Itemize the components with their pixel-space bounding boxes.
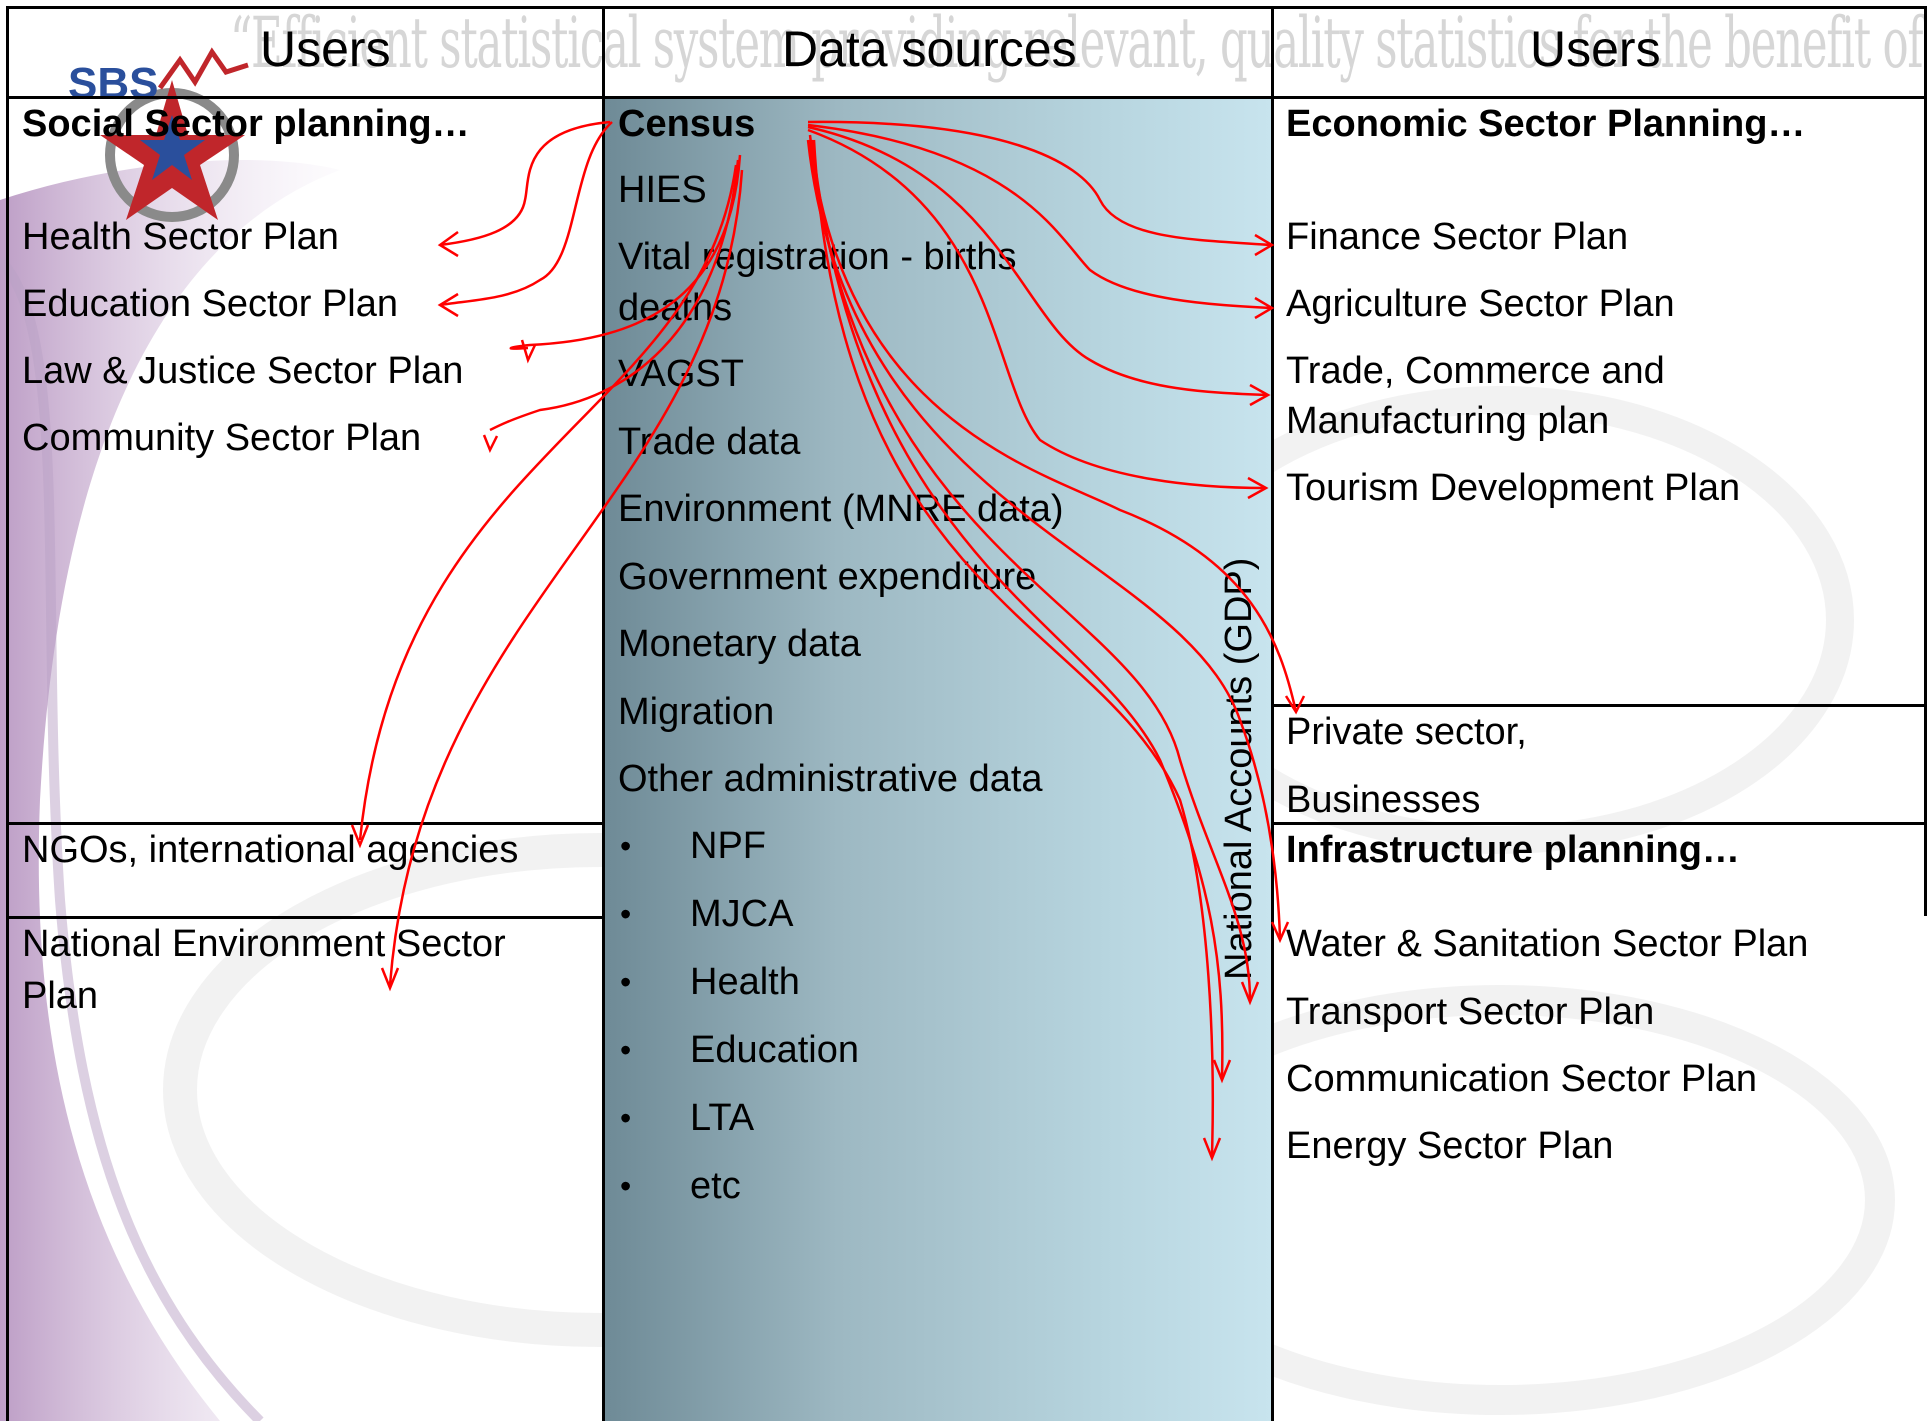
- left-divider-environment: [6, 916, 604, 919]
- header-data-sources: Data sources: [782, 21, 1077, 77]
- bullet: •: [620, 896, 632, 932]
- table-border-left: [6, 6, 9, 1421]
- header-users-left: Users: [260, 21, 391, 77]
- infra-item: Transport Sector Plan: [1286, 991, 1655, 1033]
- economic-sector-heading: Economic Sector Planning…: [1286, 103, 1806, 145]
- right-divider-infra: [1272, 822, 1927, 825]
- sub-source-item: etc: [690, 1165, 741, 1207]
- social-item: Law & Justice Sector Plan: [22, 350, 464, 392]
- logo-text: SBS: [68, 59, 158, 108]
- arrowhead: [1270, 921, 1290, 944]
- header-users-right: Users: [1530, 21, 1661, 77]
- arrow-to-education: [439, 121, 613, 307]
- arrow-to-tourism: [807, 128, 1267, 490]
- sub-source-item: Education: [690, 1029, 860, 1071]
- arrowhead: [1202, 1137, 1222, 1162]
- social-item: Education Sector Plan: [22, 283, 399, 325]
- environment-plan-line2: Plan: [22, 975, 99, 1017]
- right-divider-private: [1272, 704, 1927, 707]
- arrowhead: [1249, 383, 1271, 407]
- arrow-to-community: [489, 159, 740, 432]
- arrowhead: [1212, 1059, 1232, 1084]
- economic-item: Trade, Commerce and: [1286, 350, 1665, 392]
- source-item: Environment (MNRE data): [618, 488, 1064, 530]
- economic-item: Tourism Development Plan: [1286, 467, 1741, 509]
- source-census: Census: [618, 103, 756, 145]
- economic-item: Agriculture Sector Plan: [1286, 283, 1675, 325]
- sub-source-item: NPF: [690, 825, 766, 867]
- social-sector-heading: Social Sector planning…: [22, 103, 470, 145]
- arrow-to-trade: [807, 125, 1269, 397]
- economic-item: Manufacturing plan: [1286, 400, 1610, 442]
- bullet: •: [620, 964, 632, 1000]
- arrowhead: [1284, 695, 1306, 715]
- private-sector-line2: Businesses: [1286, 779, 1481, 821]
- bullet: •: [620, 1100, 632, 1136]
- bullet: •: [620, 1168, 632, 1204]
- sbs-logo: SBS: [68, 47, 249, 222]
- social-item: Health Sector Plan: [22, 216, 339, 258]
- arrow-to-health: [439, 120, 611, 247]
- bullet: •: [620, 828, 632, 864]
- arrowhead: [482, 434, 499, 454]
- bullet: •: [620, 1032, 632, 1068]
- source-item: Migration: [618, 691, 775, 733]
- arrowhead: [1240, 981, 1260, 1006]
- infra-item: Water & Sanitation Sector Plan: [1286, 923, 1809, 965]
- table-border-top: [6, 6, 1926, 9]
- arrow-to-transport: [808, 139, 1252, 1001]
- arrowhead: [520, 339, 537, 364]
- sub-source-item: LTA: [690, 1097, 755, 1139]
- economic-item: Finance Sector Plan: [1286, 216, 1629, 258]
- arrow-to-law: [509, 154, 742, 350]
- arrowhead: [1254, 296, 1275, 320]
- infrastructure-heading: Infrastructure planning…: [1286, 829, 1740, 871]
- source-item: Monetary data: [618, 623, 861, 665]
- arrow-to-ngos: [358, 164, 738, 841]
- source-item: Other administrative data: [618, 758, 1043, 800]
- infra-item: Energy Sector Plan: [1286, 1125, 1614, 1167]
- data-sources-panel: [603, 97, 1273, 1421]
- environment-plan-line1: National Environment Sector: [22, 923, 506, 965]
- arrow-to-water: [806, 139, 1282, 939]
- arrow-to-agriculture: [807, 123, 1273, 310]
- arrowhead: [380, 967, 400, 992]
- sub-source-item: Health: [690, 961, 800, 1003]
- header-divider: [6, 96, 1926, 99]
- source-item: HIES: [618, 169, 707, 211]
- arrowhead: [1247, 476, 1269, 500]
- left-divider-ngos: [6, 822, 604, 825]
- arrowhead: [350, 824, 370, 849]
- arrow-to-private: [808, 134, 1298, 713]
- arrow-to-finance: [807, 120, 1273, 247]
- infra-item: Communication Sector Plan: [1286, 1058, 1757, 1100]
- ngos-label: NGOs, international agencies: [22, 829, 519, 871]
- table-border-right: [1924, 6, 1927, 916]
- source-item: Vital registration - births: [618, 236, 1017, 278]
- arrow-to-energy: [812, 139, 1215, 1156]
- column-divider-1: [602, 6, 605, 1421]
- arrowhead: [1254, 233, 1275, 257]
- column-divider-2: [1271, 6, 1274, 1421]
- arrowhead: [437, 292, 459, 318]
- arrow-to-communication: [810, 139, 1224, 1079]
- social-item: Community Sector Plan: [22, 417, 422, 459]
- private-sector-line1: Private sector,: [1286, 711, 1527, 753]
- arrowhead: [437, 230, 459, 258]
- sub-source-item: MJCA: [690, 893, 794, 935]
- arrow-to-environment: [388, 169, 744, 986]
